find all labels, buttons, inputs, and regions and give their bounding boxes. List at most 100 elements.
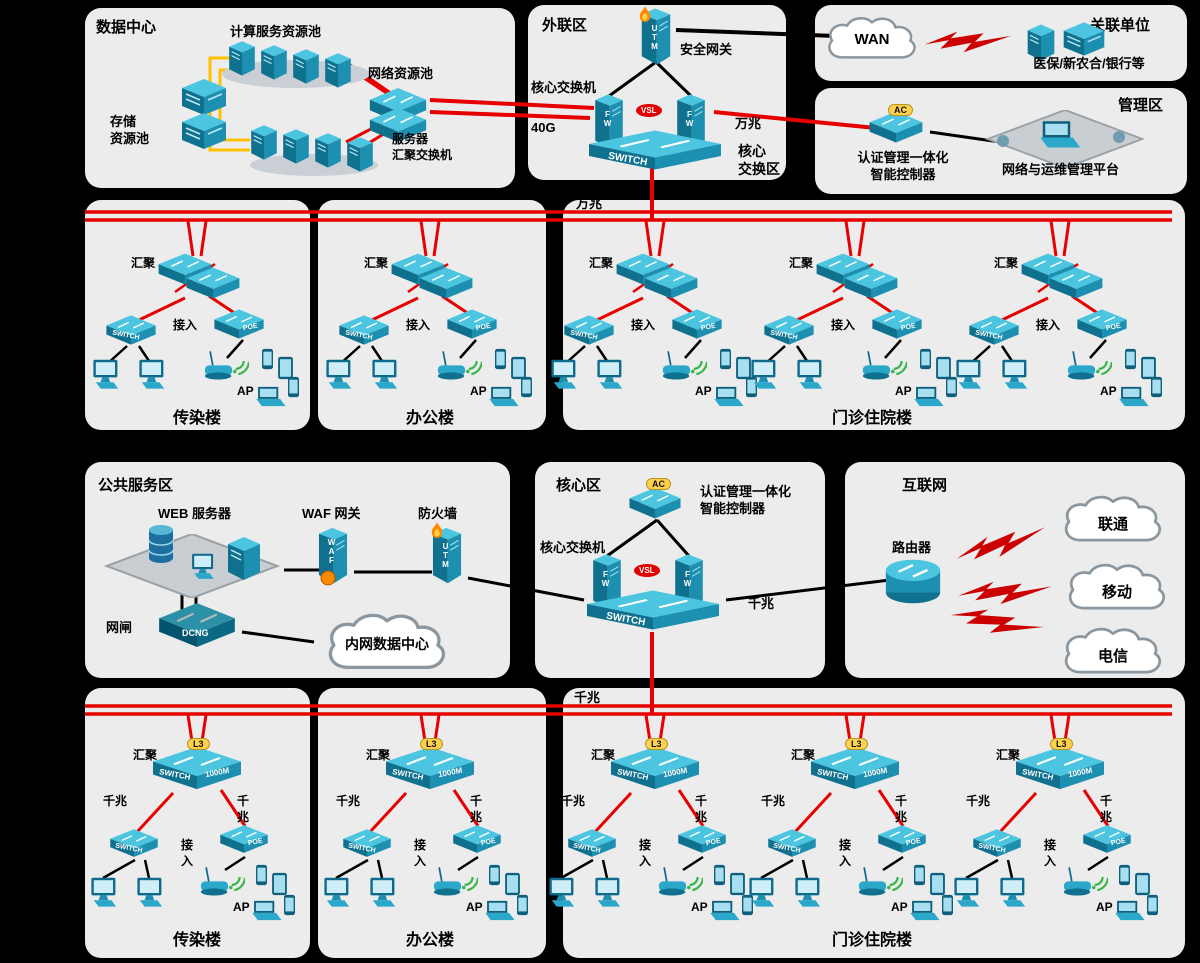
intranet-dc-cloud: 内网数据中心 <box>300 612 474 674</box>
isp-label: 联通 <box>1097 515 1128 533</box>
router-icon <box>882 556 944 606</box>
access-label: 接入 <box>414 838 427 868</box>
l3-badge: L3 <box>187 738 210 750</box>
auth-controller-icon: AC <box>866 104 926 146</box>
bandwidth-40g-label: 40G <box>531 120 556 135</box>
access-label: 接入 <box>831 318 856 332</box>
aggregation-label: 汇聚 <box>994 256 1019 270</box>
poe-switch-icon: POE <box>675 822 729 856</box>
ap-label: AP <box>237 384 254 398</box>
vsl-badge: VSL <box>636 104 662 117</box>
aggregation-label: 汇聚 <box>791 748 816 762</box>
wireless-ap-icon <box>857 862 903 899</box>
firewall-module-icon: FW <box>670 552 708 612</box>
aggregation-label: 汇聚 <box>366 748 391 762</box>
access-label: 接入 <box>639 838 652 868</box>
l3-aggregation-switch-icon: L3 SWITCH 1000M <box>147 738 247 794</box>
pc-icon <box>793 876 825 910</box>
server-agg-label: 服务器 汇聚交换机 <box>392 132 453 162</box>
storage-pool-label: 存储 资源池 <box>110 114 150 146</box>
aggregation-switch-icon <box>1046 264 1106 302</box>
poe-switch-icon: POE <box>1074 306 1130 342</box>
aggregation-label: 汇聚 <box>364 256 389 270</box>
firewall-module-icon: FW <box>590 92 628 152</box>
aggregation-switch-icon <box>183 264 243 302</box>
intranet-dc-label: 内网数据中心 <box>345 636 429 653</box>
wireless-ap-icon <box>661 346 707 383</box>
vsl-badge: VSL <box>634 564 660 577</box>
pc-icon <box>89 876 121 910</box>
backbone-bottom-label: 千兆 <box>574 690 601 705</box>
pc-icon <box>747 876 779 910</box>
partners-zone-title: 关联单位 <box>1090 17 1151 34</box>
external-zone-title: 外联区 <box>542 17 588 34</box>
fw-badge: FW <box>683 570 692 588</box>
wireless-ap-icon <box>203 346 249 383</box>
bandwidth-10g-label: 万兆 <box>735 116 762 131</box>
core-switch-label: 核心交换机 <box>540 540 606 555</box>
isp-cloud-telecom: 电信 <box>1058 626 1168 678</box>
firewall-module-icon: FW <box>588 552 626 612</box>
ap-label: AP <box>891 900 908 914</box>
server-icon <box>290 46 322 86</box>
tablet-icon <box>1134 872 1151 896</box>
core-switch-icon: SWITCH <box>578 586 728 634</box>
isp-label: 电信 <box>1097 647 1128 665</box>
access-switch-icon: SWITCH <box>561 312 617 348</box>
wireless-ap-icon <box>657 862 703 899</box>
laptop-icon <box>711 386 745 408</box>
partner-orgs-label: 医保/新农合/银行等 <box>1033 56 1145 71</box>
tablet-icon <box>271 872 288 896</box>
access-label: 接入 <box>1036 318 1061 332</box>
poe-switch-icon: POE <box>217 822 271 856</box>
access-switch-icon: SWITCH <box>970 826 1024 860</box>
pc-icon <box>749 358 781 392</box>
gigabit-link-label: 千兆 <box>1100 794 1113 824</box>
phone-icon <box>713 864 726 886</box>
dcng-badge: DCNG <box>182 628 209 638</box>
aggregation-label: 汇聚 <box>131 256 156 270</box>
mgmt-platform-label: 网络与运维管理平台 <box>1002 162 1120 177</box>
wireless-ap-icon <box>436 346 482 383</box>
aggregation-label: 汇聚 <box>789 256 814 270</box>
dcng-gap-device-icon: DCNG <box>154 598 240 652</box>
wan-cloud: WAN <box>822 12 922 66</box>
tablet-icon <box>729 872 746 896</box>
pc-icon <box>593 876 625 910</box>
pc-icon <box>1000 358 1032 392</box>
building-title-outpatient: 门诊住院楼 <box>831 932 913 949</box>
laptop-icon <box>707 900 741 922</box>
building-title-outpatient: 门诊住院楼 <box>831 410 913 427</box>
server-icon <box>344 134 376 174</box>
gigabit-link-label: 千兆 <box>761 794 786 808</box>
gigabit-link-label: 千兆 <box>237 794 250 824</box>
gigabit-link-label: 千兆 <box>561 794 586 808</box>
poe-switch-icon: POE <box>444 306 500 342</box>
internet-zone-title: 互联网 <box>902 477 948 494</box>
l3-badge: L3 <box>845 738 868 750</box>
laptop-icon <box>907 900 941 922</box>
aggregation-label: 汇聚 <box>996 748 1021 762</box>
core-switch-icon: SWITCH <box>580 126 730 174</box>
database-icon <box>146 522 176 566</box>
firewall-label: 防火墙 <box>418 506 458 521</box>
isp-label: 移动 <box>1101 583 1132 601</box>
laptop-icon <box>249 900 283 922</box>
backbone-top-label: 万兆 <box>576 196 603 211</box>
fw-badge: FW <box>601 570 610 588</box>
pc-icon <box>795 358 827 392</box>
aggregation-label: 汇聚 <box>133 748 158 762</box>
gigabit-link-label: 千兆 <box>695 794 708 824</box>
pc-icon <box>547 876 579 910</box>
access-switch-icon: SWITCH <box>765 826 819 860</box>
zone-building3-bottom-background <box>563 688 1185 958</box>
phone-icon <box>913 864 926 886</box>
phone-icon <box>919 348 932 370</box>
firewall-utm-icon: UTM <box>428 522 466 590</box>
storage-icon <box>178 110 230 152</box>
mgmt-zone-title: 管理区 <box>1118 97 1164 114</box>
core-switch-label: 核心交换机 <box>531 80 597 95</box>
gigabit-link-label: 千兆 <box>470 794 483 824</box>
pc-icon <box>135 876 167 910</box>
phone-icon <box>261 348 274 370</box>
